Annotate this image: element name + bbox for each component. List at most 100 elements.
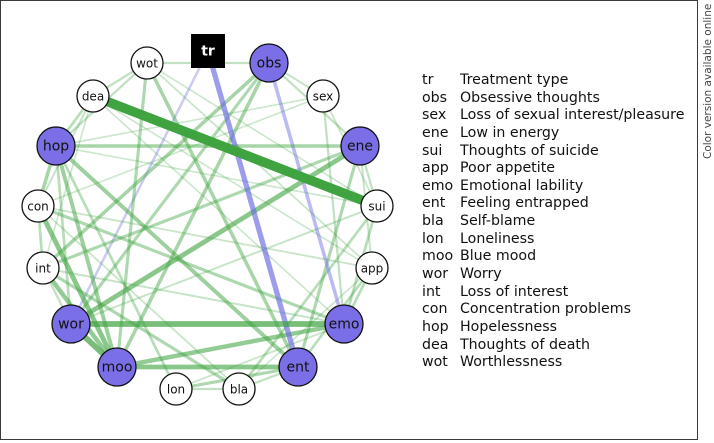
node-shape-dea <box>76 79 110 113</box>
edge-wot-sui <box>146 62 378 207</box>
node-lon: lon <box>159 372 193 406</box>
edge-dea-emo <box>92 95 345 325</box>
node-label-tr: tr <box>201 44 215 60</box>
legend-item-wor: wor Worry <box>422 266 684 284</box>
legend-label: Thoughts of suicide <box>460 142 599 159</box>
legend-abbr: obs <box>422 89 448 106</box>
node-shape-obs <box>249 43 289 83</box>
legend-label: Loss of sexual interest/pleasure <box>460 107 685 124</box>
legend-item-tr: tr Treatment type <box>422 72 684 90</box>
node-dea: dea <box>76 79 110 113</box>
legend-abbr: emo <box>422 177 454 194</box>
edge-dea-int <box>42 95 94 269</box>
legend-item-dea: dea Thoughts of death <box>422 337 684 355</box>
node-shape-ent <box>278 347 318 387</box>
legend-item-emo: emo Emotional lability <box>422 178 684 196</box>
node-label-wot: wot <box>136 57 158 71</box>
node-label-dea: dea <box>82 90 104 104</box>
edge-tr-ent <box>205 48 301 370</box>
legend-label: Poor appetite <box>460 160 555 177</box>
node-ene: ene <box>340 126 380 166</box>
legend-label: Feeling entrapped <box>460 195 589 212</box>
edge-con-app <box>37 205 373 269</box>
edge-sex-emo <box>321 94 346 326</box>
node-label-emo: emo <box>329 317 360 333</box>
node-label-ent: ent <box>287 360 310 376</box>
legend-abbr: ene <box>422 124 449 141</box>
legend-abbr: lon <box>422 230 444 247</box>
edge-hop-sui <box>55 145 378 207</box>
legend-abbr: wor <box>422 266 449 283</box>
legend-label: Low in energy <box>460 124 560 141</box>
side-note: Color version available online <box>701 2 714 160</box>
edge-con-moo <box>35 203 120 370</box>
node-ent: ent <box>278 347 318 387</box>
legend-abbr: ent <box>422 195 446 212</box>
legend-label: Loss of interest <box>460 283 569 300</box>
node-int: int <box>26 251 60 285</box>
node-label-wor: wor <box>58 317 84 333</box>
edge-sex-con <box>37 95 324 207</box>
legend-item-hop: hop Hopelessness <box>422 319 684 337</box>
node-label-ene: ene <box>347 139 373 155</box>
legend-label: Thoughts of death <box>460 336 590 353</box>
legend-label: Self-blame <box>460 213 536 230</box>
legend-abbr: dea <box>422 336 449 353</box>
legend-abbr: sex <box>422 107 447 124</box>
side-note-text: Color version available online <box>702 3 714 159</box>
node-shape-ene <box>340 126 380 166</box>
node-shape-int <box>26 251 60 285</box>
node-label-app: app <box>361 262 384 276</box>
node-shape-app <box>355 251 389 285</box>
node-tr: tr <box>191 34 225 68</box>
node-emo: emo <box>324 304 364 344</box>
node-label-lon: lon <box>167 383 185 397</box>
edge-moo-emo <box>114 321 347 370</box>
node-sui: sui <box>360 189 394 223</box>
node-shape-wor <box>51 304 91 344</box>
legend-item-ene: ene Low in energy <box>422 125 684 143</box>
node-shape-sex <box>306 79 340 113</box>
node-label-sex: sex <box>313 90 334 104</box>
node-label-bla: bla <box>230 383 248 397</box>
edge-con-bla <box>37 205 240 390</box>
legend-label: Emotional lability <box>460 177 584 194</box>
edge-obs-wor <box>69 61 271 326</box>
edge-obs-emo <box>267 61 346 326</box>
node-wot: wot <box>130 46 164 80</box>
legend-abbr: app <box>422 160 449 177</box>
legend-label: Treatment type <box>460 72 569 88</box>
figure-frame <box>0 0 698 440</box>
edge-hop-wor <box>54 144 73 326</box>
legend-abbr: hop <box>422 318 449 335</box>
node-label-sui: sui <box>368 200 385 214</box>
node-shape-moo <box>97 347 137 387</box>
legend-abbr: moo <box>422 248 454 265</box>
legend-item-ent: ent Feeling entrapped <box>422 195 684 213</box>
node-bla: bla <box>222 372 256 406</box>
legend-item-bla: bla Self-blame <box>422 213 684 231</box>
legend-label: Hopelessness <box>460 318 558 335</box>
edge-wor-sui <box>69 204 379 326</box>
node-label-obs: obs <box>257 56 282 72</box>
legend-abbr: con <box>422 301 448 318</box>
legend-item-sex: sex Loss of sexual interest/pleasure <box>422 107 684 125</box>
node-shape-lon <box>159 372 193 406</box>
node-shape-emo <box>324 304 364 344</box>
legend-abbr: tr <box>422 72 434 88</box>
legend-abbr: bla <box>422 213 444 230</box>
edge-con-emo <box>36 204 346 326</box>
edge-lon-emo <box>175 323 345 390</box>
edge-dea-sui <box>88 91 382 211</box>
legend-label: Worry <box>460 266 502 283</box>
node-moo: moo <box>97 347 137 387</box>
node-label-con: con <box>27 200 49 214</box>
edge-dea-app <box>92 95 373 269</box>
